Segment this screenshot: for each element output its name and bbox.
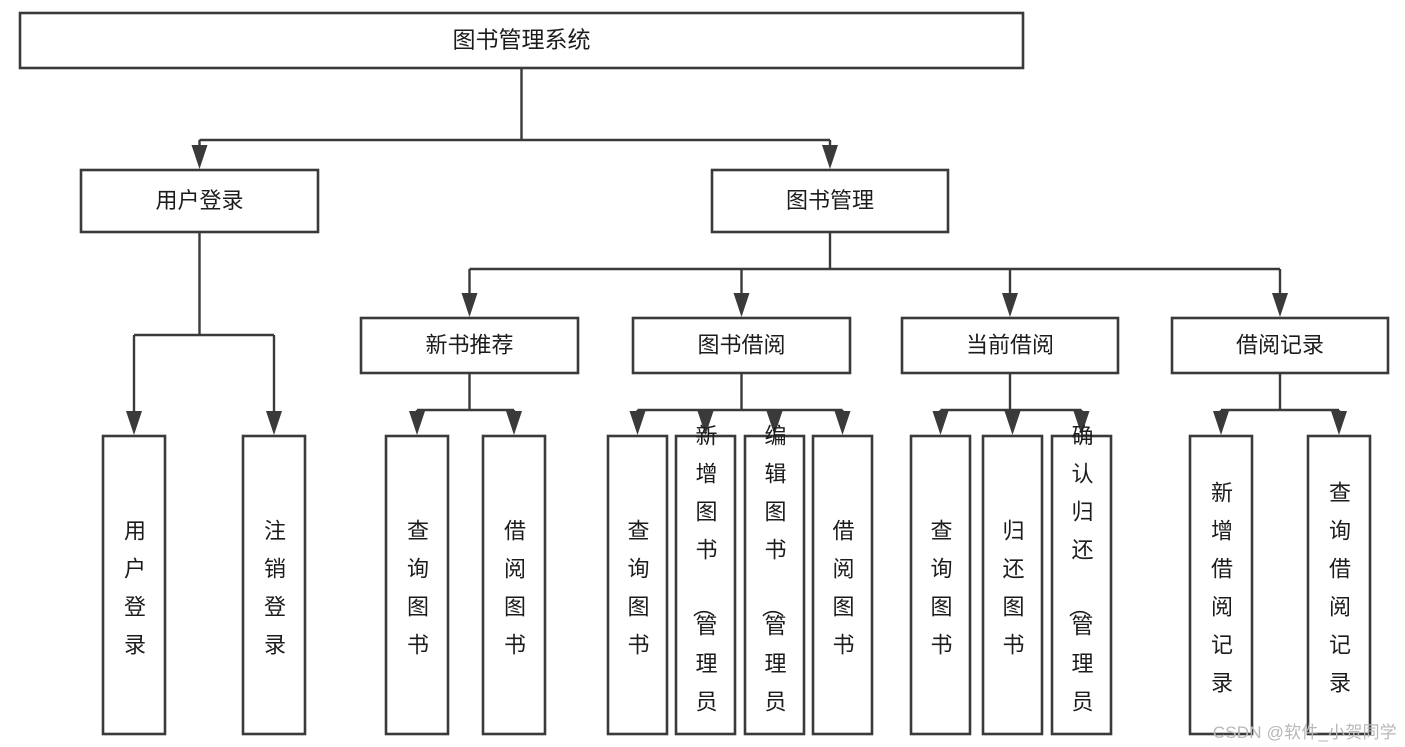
node-box[interactable] [710, 168, 950, 234]
arrow-head-icon [733, 293, 750, 317]
node-l-return-book[interactable]: 归还图书 [981, 434, 1044, 736]
connector-layer [126, 68, 1347, 435]
node-box[interactable] [18, 11, 1025, 70]
node-label: 查询图书 [407, 519, 429, 658]
arrow-head-icon [266, 411, 282, 435]
node-label: 图书管理系统 [453, 27, 591, 53]
node-box[interactable] [481, 434, 547, 736]
node-label: 借阅记录 [1236, 332, 1324, 357]
node-box[interactable] [606, 434, 669, 736]
arrow-head-icon [461, 293, 478, 317]
node-label: 归还图书 [1002, 519, 1024, 658]
node-box[interactable] [631, 316, 852, 375]
arrow-head-icon [834, 411, 851, 435]
node-l-query-book-2[interactable]: 查询图书 [606, 434, 669, 736]
node-box[interactable] [1170, 316, 1390, 375]
node-box[interactable] [79, 168, 320, 234]
node-l-add-record[interactable]: 新增借阅记录 [1188, 434, 1254, 736]
node-label: 查询图书 [930, 519, 952, 658]
node-label: 注销登录 [264, 519, 286, 658]
node-label: 新增借阅记录 [1211, 481, 1233, 696]
node-label: 查询图书 [627, 519, 649, 658]
node-label: 新书推荐 [425, 332, 513, 357]
node-l-borrow-book-2[interactable]: 借阅图书 [811, 434, 874, 736]
node-user-login[interactable]: 用户登录 [79, 168, 320, 234]
node-label: 图书管理 [786, 188, 874, 213]
node-l-add-book[interactable]: 新增图书（管理员） [674, 424, 737, 747]
node-l-query-book-1[interactable]: 查询图书 [384, 434, 450, 736]
arrow-head-icon [766, 411, 783, 435]
node-leaf-logout[interactable]: 注销登录 [241, 434, 307, 736]
node-box[interactable] [900, 316, 1120, 375]
node-box[interactable] [811, 434, 874, 736]
node-box[interactable] [981, 434, 1044, 736]
node-box[interactable] [1188, 434, 1254, 736]
arrow-head-icon [191, 145, 208, 169]
arrow-head-icon [1073, 411, 1090, 435]
arrow-head-icon [629, 411, 646, 435]
node-book-borrow[interactable]: 图书借阅 [631, 316, 852, 375]
node-layer: 图书管理系统用户登录图书管理新书推荐图书借阅当前借阅借阅记录用户登录注销登录查询… [18, 11, 1390, 747]
node-l-query-record[interactable]: 查询借阅记录 [1306, 434, 1372, 736]
node-label: 新增图书（管理员） [690, 424, 717, 747]
node-label: 图书借阅 [697, 332, 785, 357]
node-label: 借阅图书 [504, 519, 526, 658]
node-label: 用户登录 [155, 188, 243, 213]
node-label: 借阅图书 [832, 519, 854, 658]
node-label: 当前借阅 [966, 332, 1054, 357]
node-l-confirm-return[interactable]: 确认归还（管理员） [1050, 424, 1113, 747]
arrow-head-icon [1272, 293, 1288, 317]
arrow-head-icon [932, 411, 949, 435]
node-box[interactable] [359, 316, 580, 375]
node-leaf-user-login[interactable]: 用户登录 [101, 434, 167, 736]
node-box[interactable] [101, 434, 167, 736]
node-label: 编辑图书（管理员） [759, 424, 786, 747]
node-new-book-rec[interactable]: 新书推荐 [359, 316, 580, 375]
node-label: 确认归还（管理员） [1066, 424, 1093, 747]
node-box[interactable] [674, 434, 737, 736]
node-l-query-book-3[interactable]: 查询图书 [909, 434, 972, 736]
arrow-head-icon [1004, 411, 1021, 435]
node-borrow-record[interactable]: 借阅记录 [1170, 316, 1390, 375]
node-label: 用户登录 [124, 519, 146, 658]
node-current-borrow[interactable]: 当前借阅 [900, 316, 1120, 375]
arrow-head-icon [506, 411, 522, 435]
node-l-edit-book[interactable]: 编辑图书（管理员） [743, 424, 806, 747]
node-box[interactable] [909, 434, 972, 736]
node-box[interactable] [384, 434, 450, 736]
node-l-borrow-book-1[interactable]: 借阅图书 [481, 434, 547, 736]
arrow-head-icon [1331, 411, 1347, 435]
node-root[interactable]: 图书管理系统 [18, 11, 1025, 70]
node-box[interactable] [1050, 434, 1113, 736]
node-box[interactable] [1306, 434, 1372, 736]
arrow-head-icon [1002, 293, 1018, 317]
node-box[interactable] [743, 434, 806, 736]
node-label: 查询借阅记录 [1329, 481, 1351, 696]
node-box[interactable] [241, 434, 307, 736]
arrow-head-icon [409, 411, 425, 435]
arrow-head-icon [697, 411, 714, 435]
arrow-head-icon [1213, 411, 1229, 435]
arrow-head-icon [126, 411, 142, 435]
node-book-manage[interactable]: 图书管理 [710, 168, 950, 234]
arrow-head-icon [822, 145, 838, 169]
